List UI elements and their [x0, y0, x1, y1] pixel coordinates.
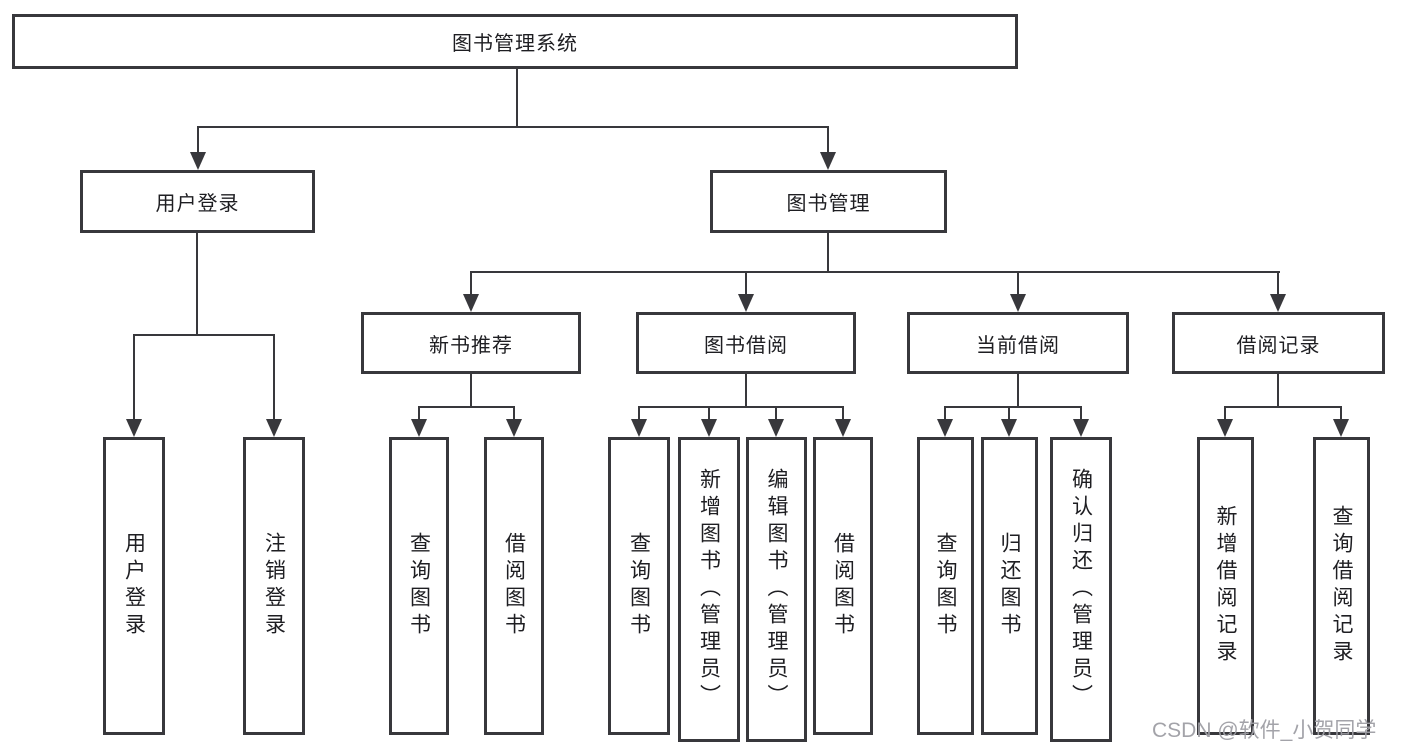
connector-line	[133, 334, 135, 421]
connector-line	[1008, 406, 1010, 421]
node-leaf-query-books-2-label: 查询图书	[627, 532, 651, 640]
arrow-down-icon	[1270, 294, 1286, 312]
arrow-down-icon	[1001, 419, 1017, 437]
arrow-down-icon	[701, 419, 717, 437]
arrow-down-icon	[190, 152, 206, 170]
node-leaf-user-login: 用户登录	[103, 437, 165, 735]
connector-line	[1224, 406, 1342, 408]
connector-line	[418, 406, 420, 421]
node-leaf-borrow-books-1-label: 借阅图书	[502, 532, 526, 640]
node-current-borrow-label: 当前借阅	[976, 334, 1060, 357]
arrow-down-icon	[463, 294, 479, 312]
node-leaf-confirm-return-admin-label: 确认归还（管理员）	[1069, 468, 1093, 711]
node-leaf-return-books: 归还图书	[981, 437, 1038, 735]
node-leaf-query-books-1: 查询图书	[389, 437, 449, 735]
arrow-down-icon	[506, 419, 522, 437]
connector-line	[842, 406, 844, 421]
connector-line	[1277, 374, 1279, 408]
arrow-down-icon	[266, 419, 282, 437]
node-user-login-label: 用户登录	[155, 193, 240, 215]
arrow-down-icon	[768, 419, 784, 437]
connector-line	[708, 406, 710, 421]
node-leaf-query-borrow-record: 查询借阅记录	[1313, 437, 1370, 735]
node-leaf-borrow-books-2-label: 借阅图书	[831, 532, 855, 640]
connector-line	[775, 406, 777, 421]
connector-line	[1340, 406, 1342, 421]
arrow-down-icon	[1010, 294, 1026, 312]
node-leaf-query-books-2: 查询图书	[608, 437, 670, 735]
connector-line	[516, 69, 518, 127]
arrow-down-icon	[1217, 419, 1233, 437]
arrow-down-icon	[411, 419, 427, 437]
connector-line	[638, 406, 640, 421]
connector-line	[513, 406, 515, 421]
node-leaf-borrow-books-1: 借阅图书	[484, 437, 544, 735]
node-leaf-edit-books-admin: 编辑图书（管理员）	[746, 437, 807, 742]
connector-line	[273, 334, 275, 421]
connector-line	[944, 406, 1082, 408]
connector-line	[1277, 271, 1279, 296]
node-leaf-edit-books-admin-label: 编辑图书（管理员）	[765, 468, 788, 711]
arrow-down-icon	[835, 419, 851, 437]
node-user-login: 用户登录	[80, 170, 315, 233]
node-leaf-query-books-3: 查询图书	[917, 437, 974, 735]
node-book-borrow: 图书借阅	[636, 312, 856, 374]
arrow-down-icon	[1073, 419, 1089, 437]
node-leaf-add-books-admin: 新增图书（管理员）	[678, 437, 740, 742]
node-leaf-confirm-return-admin: 确认归还（管理员）	[1050, 437, 1112, 742]
arrow-down-icon	[1333, 419, 1349, 437]
connector-line	[470, 271, 472, 296]
connector-line	[133, 334, 275, 336]
arrow-down-icon	[126, 419, 142, 437]
node-book-management-label: 图书管理	[786, 193, 871, 215]
arrow-down-icon	[738, 294, 754, 312]
node-leaf-query-books-1-label: 查询图书	[407, 532, 431, 640]
node-new-book-recommend: 新书推荐	[361, 312, 581, 374]
connector-line	[197, 126, 199, 154]
connector-line	[638, 406, 844, 408]
connector-line	[944, 406, 946, 421]
connector-line	[1017, 374, 1019, 408]
connector-line	[1017, 271, 1019, 296]
connector-line	[745, 271, 747, 296]
node-book-borrow-label: 图书借阅	[704, 334, 788, 357]
node-leaf-query-books-3-label: 查询图书	[934, 532, 957, 640]
node-root-label: 图书管理系统	[452, 33, 578, 55]
connector-line	[827, 126, 829, 154]
connector-line	[197, 126, 829, 128]
arrow-down-icon	[937, 419, 953, 437]
connector-line	[745, 374, 747, 408]
node-new-book-recommend-label: 新书推荐	[429, 334, 513, 357]
node-root: 图书管理系统	[12, 14, 1018, 69]
node-borrow-records: 借阅记录	[1172, 312, 1385, 374]
node-leaf-add-borrow-record: 新增借阅记录	[1197, 437, 1254, 735]
node-leaf-logout-label: 注销登录	[262, 532, 286, 640]
node-current-borrow: 当前借阅	[907, 312, 1129, 374]
node-leaf-return-books-label: 归还图书	[998, 532, 1021, 640]
connector-line	[827, 233, 829, 273]
connector-line	[418, 406, 515, 408]
node-leaf-logout: 注销登录	[243, 437, 305, 735]
arrow-down-icon	[820, 152, 836, 170]
node-leaf-add-borrow-record-label: 新增借阅记录	[1214, 505, 1237, 667]
connector-line	[196, 233, 198, 336]
node-leaf-add-books-admin-label: 新增图书（管理员）	[697, 468, 721, 711]
node-leaf-query-borrow-record-label: 查询借阅记录	[1330, 505, 1353, 667]
node-book-management: 图书管理	[710, 170, 947, 233]
connector-line	[1224, 406, 1226, 421]
node-leaf-user-login-label: 用户登录	[122, 532, 146, 640]
connector-line	[1080, 406, 1082, 421]
node-borrow-records-label: 借阅记录	[1236, 334, 1321, 357]
connector-line	[470, 374, 472, 408]
connector-line	[470, 271, 1280, 273]
arrow-down-icon	[631, 419, 647, 437]
csdn-watermark: CSDN @软件_小贺同学	[1152, 719, 1377, 742]
node-leaf-borrow-books-2: 借阅图书	[813, 437, 873, 735]
